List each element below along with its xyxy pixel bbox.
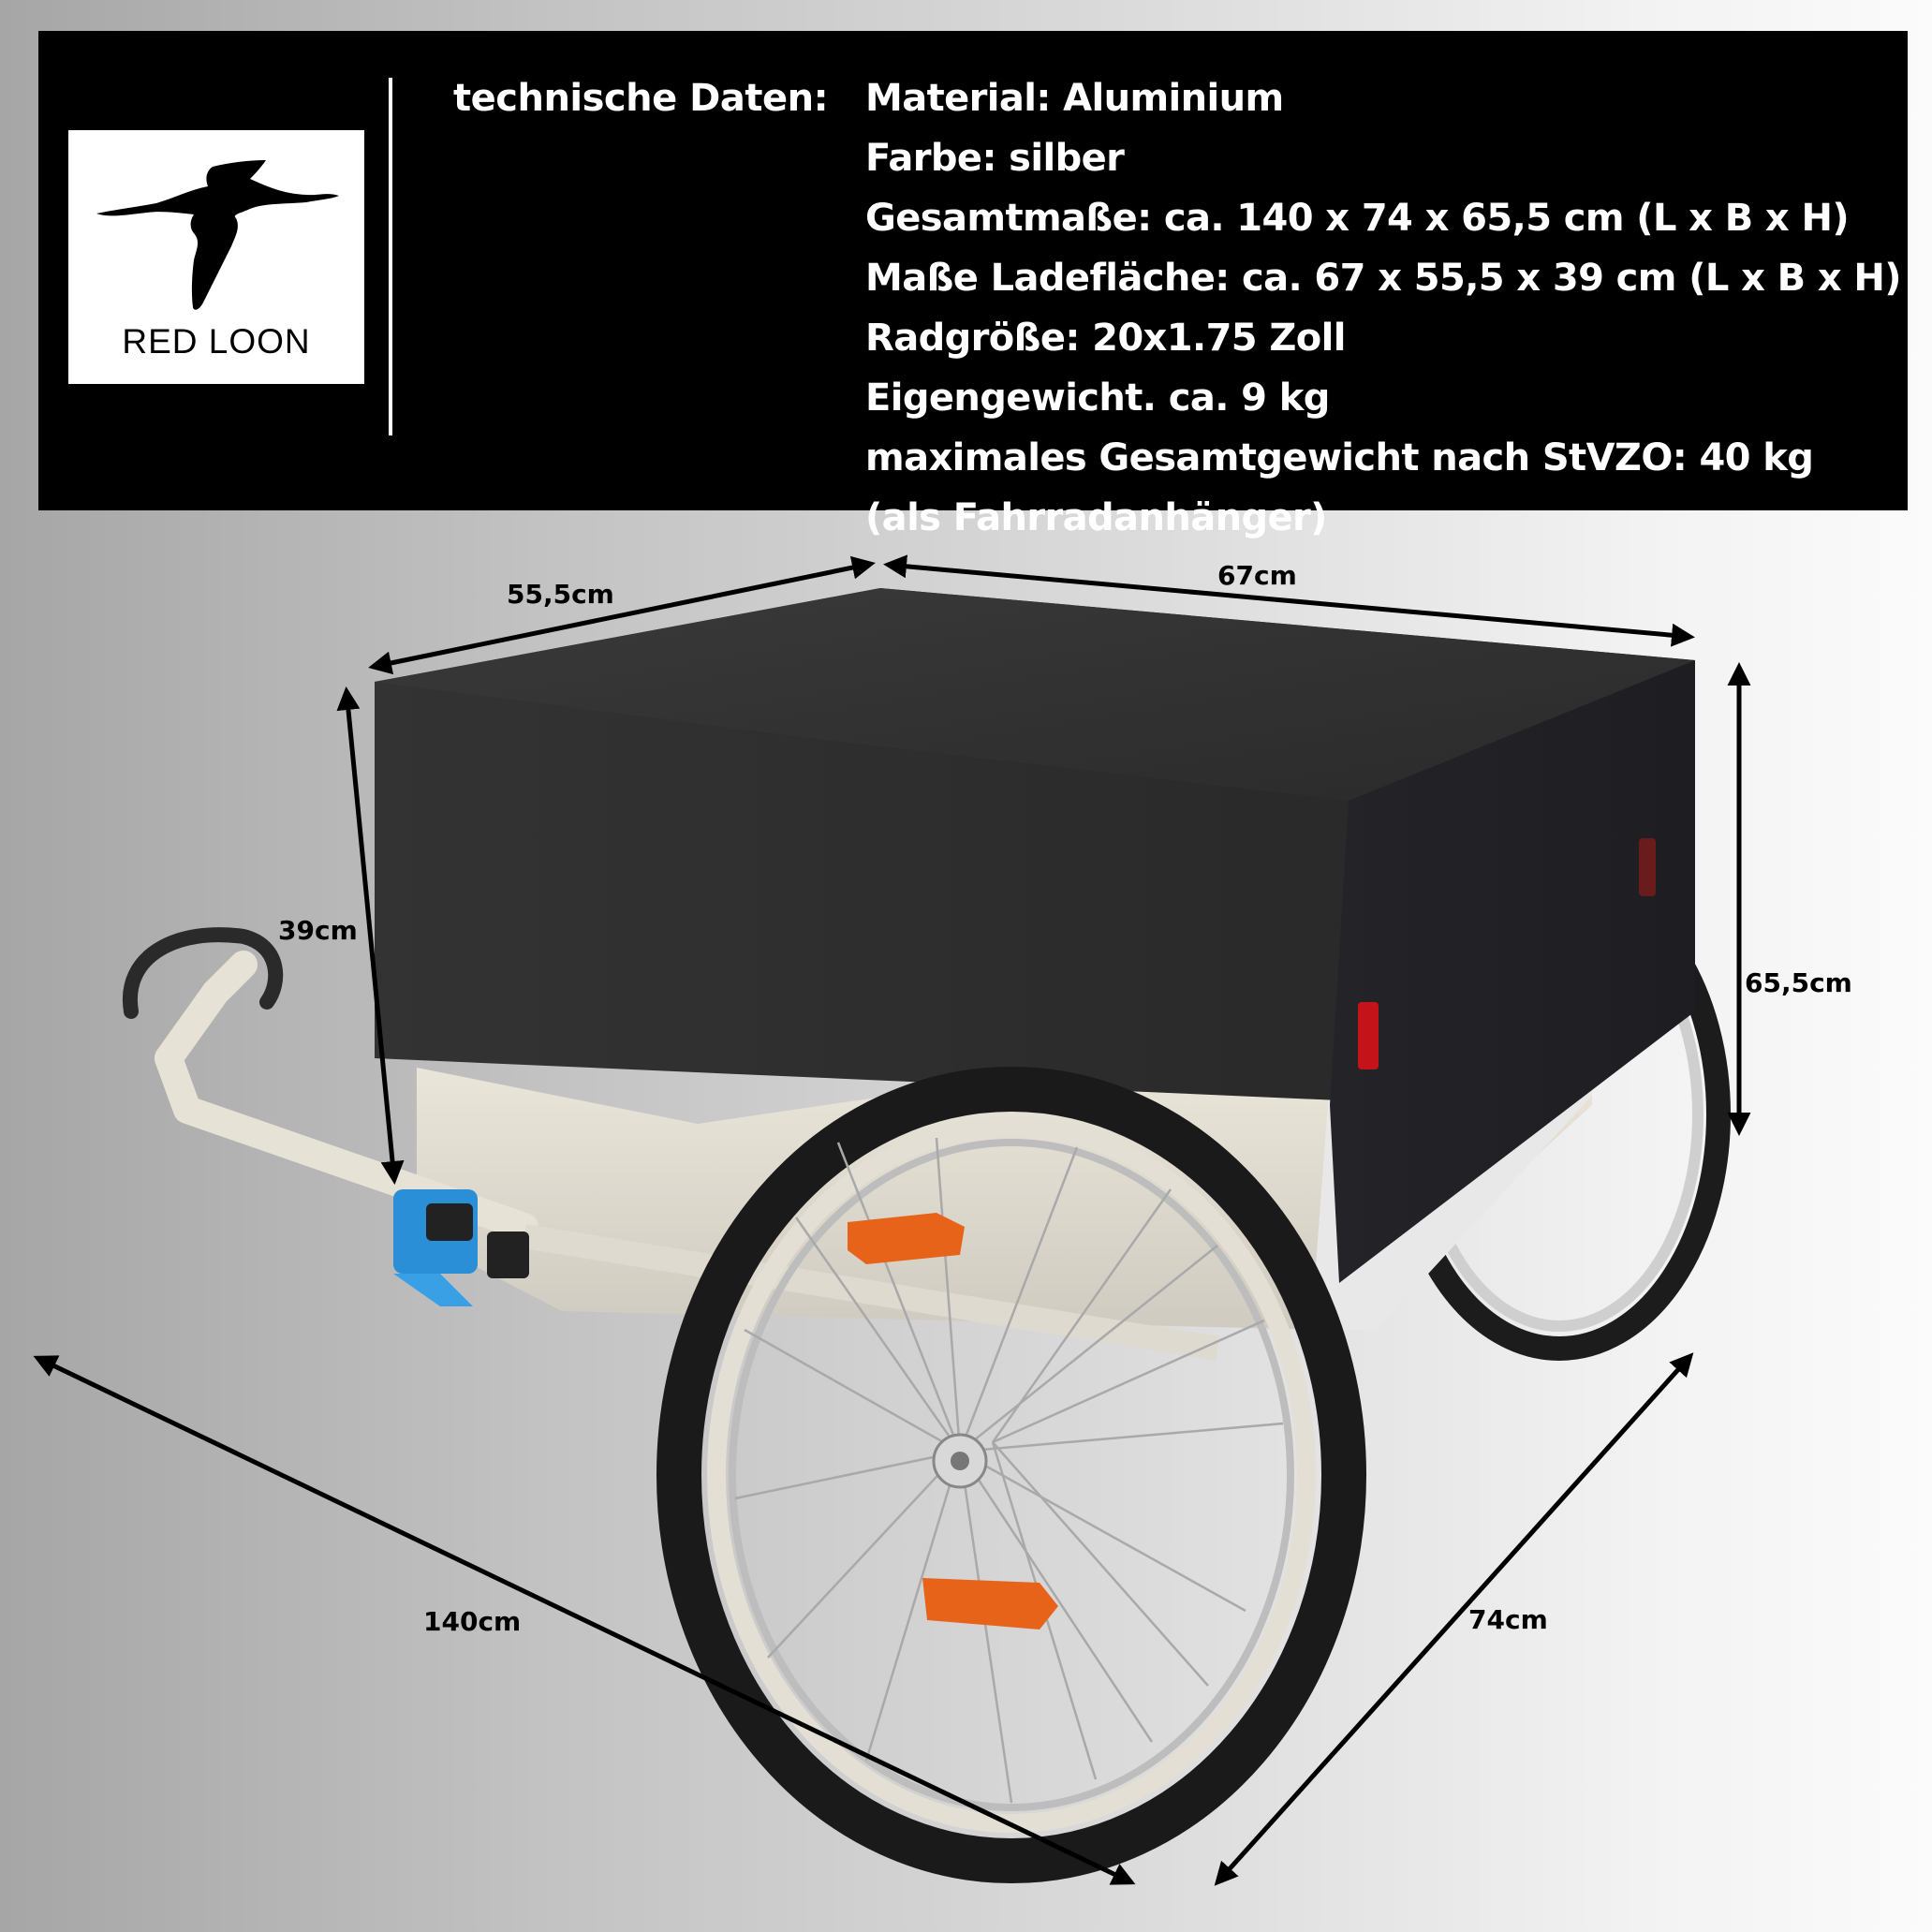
label-total-length: 140cm [423,1606,522,1637]
spec-max-weight: maximales Gesamtgewicht nach StVZO: 40 k… [865,436,1814,479]
spec-heading: technische Daten: [453,77,829,120]
label-total-height: 65,5cm [1745,967,1852,998]
orange-spoke-reflector-top [848,1213,965,1264]
spec-wheel-size: Radgröße: 20x1.75 Zoll [865,317,1346,360]
arrow-cargo-length [883,554,1695,647]
spec-own-weight: Eigengewicht. ca. 9 kg [865,376,1330,420]
label-cargo-height: 39cm [278,915,358,946]
brand-name: RED LOON [122,322,311,361]
red-reflector [1358,1002,1379,1069]
spec-material: Material: Aluminium [865,77,1284,120]
label-cargo-width: 55,5cm [507,579,614,610]
orange-spoke-reflector-bottom [922,1578,1058,1630]
label-total-width: 74cm [1468,1604,1548,1635]
vertical-divider [389,78,392,435]
spec-list: Material: Aluminium Farbe: silber Gesamt… [865,68,1902,548]
arrow-cargo-width [368,555,876,675]
loon-bird-silhouette-icon [96,160,339,310]
arrow-cargo-height [336,686,405,1185]
label-cargo-length: 67cm [1217,560,1297,591]
dimension-arrows [33,554,1751,1886]
spec-overall-dimensions: Gesamtmaße: ca. 140 x 74 x 65,5 cm (L x … [865,197,1850,240]
spec-banner: RED LOON technische Daten: Material: Alu… [38,31,1908,539]
spec-color: Farbe: silber [865,137,1125,180]
brand-logo: RED LOON [68,130,364,384]
spec-max-weight-note: (als Fahrradanhänger) [865,496,1327,539]
arrow-total-length [33,1355,1136,1885]
arrow-total-width [1214,1352,1694,1886]
spec-cargo-dimensions: Maße Ladefläche: ca. 67 x 55,5 x 39 cm (… [865,257,1902,300]
